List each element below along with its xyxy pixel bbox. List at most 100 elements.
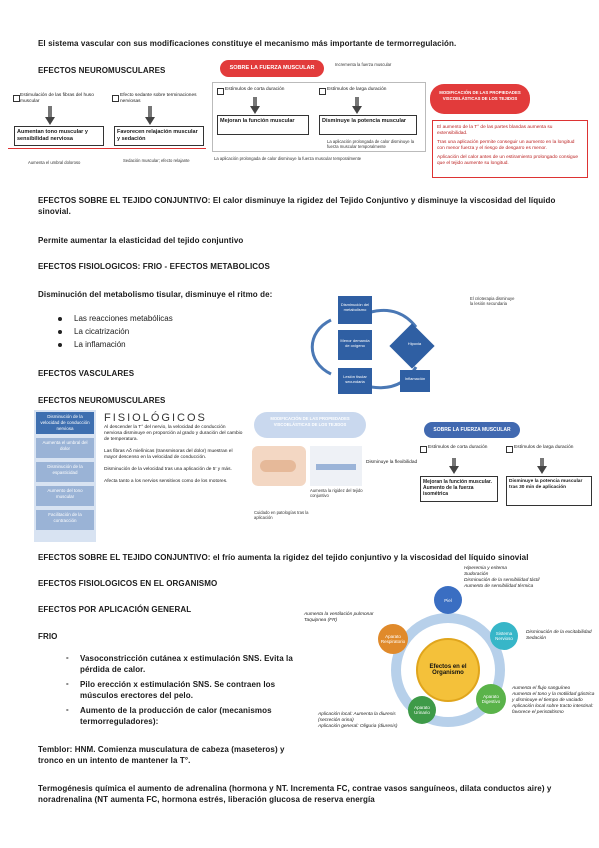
panel-fuerza-frio: Estímulos de corta duración Mejoran la f…	[420, 444, 592, 510]
node-respiratorio: Aparato Respiratorio	[378, 624, 408, 654]
red-divider	[8, 148, 206, 149]
fuerza2-box2-caption: Estímulos de larga duración	[514, 445, 574, 450]
pill-fuerza-muscular-2: SOBRE LA FUERZA MUSCULAR	[424, 422, 520, 438]
arrow-down-icon	[145, 117, 155, 125]
prop-text-1: El aumento de la T° de las partes blanda…	[437, 125, 553, 136]
box1-main: Aumentan tono muscular y sensibilidad ne…	[14, 126, 104, 146]
termogenesis-text: Termogénesis química el aumento de adren…	[38, 784, 552, 804]
section-title-vasculares: EFECTOS VASCULARES	[38, 369, 135, 378]
fisio-content: FISIOLÓGICOS Al descender la T° del nerv…	[104, 412, 244, 485]
section-title-organismo: EFECTOS FISIOLOGICOS EN EL ORGANISMO	[38, 579, 218, 588]
arrow-shaft	[355, 97, 359, 107]
fuerza-caption: La aplicación prolongada de calor dismin…	[327, 139, 415, 150]
organism-diagram: Efectos en el Organismo Piel Sistema Ner…	[304, 566, 596, 774]
arrow-shaft	[253, 97, 257, 107]
checkbox-square-icon	[420, 446, 427, 453]
checkbox-square-icon	[112, 95, 119, 102]
arrow-shaft	[540, 458, 544, 468]
elasticidad-text: Permite aumentar la elasticidad del teji…	[38, 236, 244, 245]
conjuntivo-frio-text: EFECTOS SOBRE EL TEJIDO CONJUNTIVO: el f…	[38, 553, 529, 562]
prop-text-3: Aplicación del calor antes de un estiram…	[437, 155, 579, 166]
prop2-caption-1: Aumenta la rigidez del tejido conjuntivo	[310, 488, 363, 499]
node-digestivo: Aparato Digestivo	[476, 684, 506, 714]
prop2-side: Disminuye la flexibilidad	[366, 460, 418, 465]
node-oxigeno: Menor demanda de oxígeno	[338, 330, 372, 360]
fisio-p4: Afecta tanto a los nervios sensitivos co…	[104, 479, 228, 484]
intro-text: El sistema vascular con sus modificacion…	[38, 39, 457, 48]
fuerza-box2-main: Disminuye la potencia muscular	[319, 115, 417, 135]
list-item: Vasoconstricción cutánea x estimulación …	[80, 654, 293, 674]
fisio-p3: Disminución de la velocidad tras una apl…	[104, 467, 232, 472]
arrow-down-icon	[352, 106, 362, 114]
list-item: La cicatrización	[58, 325, 258, 338]
pill-propiedades-2: MODIFICACIÓN DE LAS PROPIEDADES VISCOELÁ…	[254, 412, 366, 438]
hand-shape	[260, 460, 296, 472]
section-title-neuromuscular: EFECTOS NEUROMUSCULARES	[38, 66, 166, 75]
panel-fuerza-calor: Estímulos de corta duración Mejoran la f…	[212, 82, 426, 152]
prop2-caption-2: Cuidado en patologías tras la aplicación	[254, 510, 309, 521]
fuerza-footnote: La aplicación prolongada de calor dismin…	[214, 156, 362, 161]
node-urinario: Aparato Urinario	[408, 696, 436, 724]
arrow-down-icon	[45, 117, 55, 125]
arrow-down-icon	[449, 466, 459, 474]
fisio-sidebar: Disminución de la velocidad de conducció…	[34, 410, 96, 542]
arrow-down-icon	[250, 106, 260, 114]
section-title-neuromusculares-2: EFECTOS NEUROMUSCULARES	[38, 396, 166, 405]
joint-shape	[316, 464, 356, 470]
bullet-icon	[58, 342, 62, 347]
bullet-icon	[58, 329, 62, 334]
arrow-down-icon	[537, 466, 547, 474]
joint-image	[310, 446, 362, 486]
temblor-text: Temblor: HNM. Comienza musculatura de ca…	[38, 745, 285, 765]
fuerza-box2-caption: Estímulos de larga duración	[327, 87, 387, 92]
metabolism-cycle-diagram: Disminución del metabolismo Menor demand…	[296, 292, 466, 402]
pill-fuerza-muscular: SOBRE LA FUERZA MUSCULAR	[220, 60, 324, 77]
fisio-side-item: Disminución de la espasticidad	[36, 462, 94, 482]
conjuntivo-calor-text: EFECTOS SOBRE EL TEJIDO CONJUNTIVO: El c…	[38, 196, 556, 216]
center-node: Efectos en el Organismo	[416, 638, 480, 702]
arrow-shaft	[148, 106, 152, 118]
fuerza-box1-caption: Estímulos de corta duración	[225, 87, 285, 92]
arrow-shaft	[452, 458, 456, 468]
box2-main: Favorecen relajación muscular y sedación	[114, 126, 204, 146]
fuerza-note: Incrementa la fuerza muscular	[335, 62, 392, 67]
notes-urinario: Aplicación local: Aumenta la diuresis (s…	[318, 712, 398, 729]
note-left: Aumenta el umbral doloroso	[28, 160, 81, 165]
node-lesion: Lesión tisular secundaria	[338, 368, 372, 394]
fisio-heading: FISIOLÓGICOS	[104, 412, 207, 424]
fuerza2-box1-caption: Estímulos de corta duración	[428, 445, 488, 450]
arrow-shaft	[48, 106, 52, 118]
note-right: Sedación muscular; efecto relajante	[123, 158, 190, 163]
pill-propiedades: MODIFICACIÓN DE LAS PROPIEDADES VISCOELÁ…	[430, 84, 530, 114]
fisio-side-item: Facilitación de la contracción	[36, 510, 94, 530]
list-item: Las reacciones metabólicas	[58, 312, 258, 325]
fisio-side-item: Disminución de la velocidad de conducció…	[36, 412, 94, 434]
node-inflamacion: Inflamación	[400, 370, 430, 392]
fuerza-box1-main: Mejoran la función muscular	[217, 115, 309, 135]
list-item: Pilo erección x estimulación SNS. Se con…	[80, 680, 276, 700]
metabolic-list: Las reacciones metabólicas La cicatrizac…	[58, 312, 258, 351]
diagram-neuromuscular-heat: Estimulación de las fibras del huso musc…	[8, 80, 208, 180]
metabolismo-text: Disminución del metabolismo tisular, dis…	[38, 290, 273, 299]
panel-propiedades: El aumento de la T° de las partes blanda…	[432, 120, 588, 178]
checkbox-square-icon	[217, 88, 224, 95]
node-sistema-nervioso: Sistema Nervioso	[490, 622, 518, 650]
fisio-side-item: Aumenta el umbral del dolor	[36, 438, 94, 458]
fisio-p2: Las fibras Aδ mielínicas (transmisoras d…	[104, 449, 233, 460]
bullet-icon	[58, 316, 62, 321]
fisio-p1: Al descender la T° del nervio, la veloci…	[104, 425, 243, 442]
node-metabolismo: Disminución del metabolismo	[338, 296, 372, 324]
cycle-side-text: El crioterapia disminuye la lesión secun…	[470, 296, 515, 307]
fisio-side-item: Aumento del tono muscular	[36, 486, 94, 506]
section-title-frio-metabolicos: EFECTOS FISIOLOGICOS: FRIO - EFECTOS MET…	[38, 262, 270, 271]
box1-caption: Estimulación de las fibras del huso musc…	[20, 93, 94, 104]
fuerza2-box2-main: Disminuye la potencia muscular tras 30 m…	[506, 476, 592, 506]
checkbox-square-icon	[506, 446, 513, 453]
hand-image	[252, 446, 306, 486]
prop-text-2: Tras una aplicación permite conseguir un…	[437, 140, 575, 151]
section-title-general: EFECTOS POR APLICACIÓN GENERAL	[38, 605, 192, 614]
